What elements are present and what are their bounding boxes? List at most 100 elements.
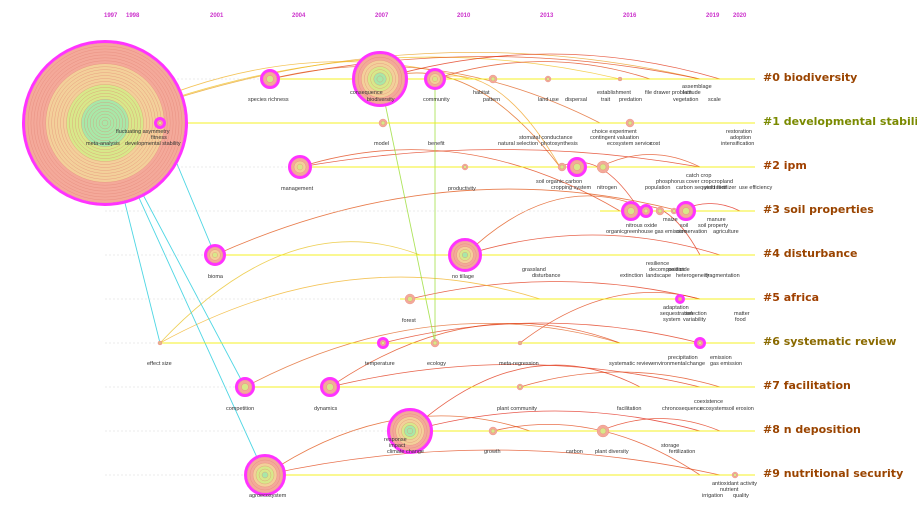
node-developmental-stability[interactable] — [154, 117, 166, 129]
node-label: predation — [619, 97, 642, 103]
node-ring — [376, 75, 384, 83]
node-ring — [599, 163, 607, 171]
node-label: fitness — [151, 135, 167, 141]
node-label: adoption — [730, 135, 751, 141]
node-label: model — [374, 141, 389, 147]
node-competition[interactable] — [235, 377, 255, 397]
node-community[interactable] — [424, 68, 446, 90]
node-ring — [490, 76, 496, 82]
node-label: cover crop — [686, 179, 712, 185]
node-adaptation[interactable] — [675, 294, 685, 304]
node-ring — [518, 341, 522, 345]
node-labels: species richness consequence biodiversit… — [86, 84, 772, 499]
node-habitat[interactable] — [488, 74, 498, 84]
node-maize[interactable] — [655, 206, 665, 216]
node-dynamics[interactable] — [320, 377, 340, 397]
node-cropping-system[interactable] — [567, 157, 587, 177]
node-bioma[interactable] — [204, 244, 226, 266]
burst-ring — [424, 68, 446, 90]
cluster-label[interactable]: #1 developmental stability — [763, 115, 917, 128]
node-effect-size[interactable] — [157, 340, 163, 346]
cluster-label[interactable]: #7 facilitation — [763, 379, 851, 392]
burst-ring — [694, 337, 706, 349]
cluster-label[interactable]: #8 n deposition — [763, 423, 861, 436]
node-label: landscape — [646, 273, 671, 279]
cluster-label[interactable]: #4 disturbance — [763, 247, 858, 260]
node-ecology[interactable] — [430, 338, 440, 348]
node-productivity[interactable] — [461, 163, 469, 171]
node-label: impact — [389, 443, 406, 449]
node-meta-regression[interactable] — [517, 340, 523, 346]
node-label: choice experiment — [592, 129, 637, 135]
node-label: stomatal conductance — [519, 135, 573, 141]
node-plant-community[interactable] — [516, 383, 524, 391]
cluster-label[interactable]: #2 ipm — [763, 159, 807, 172]
node-meta-analysis[interactable] — [22, 40, 188, 206]
node-precipitation[interactable] — [694, 337, 706, 349]
node-soil[interactable] — [670, 207, 678, 215]
node-soil-property[interactable] — [676, 201, 696, 221]
node-label: management — [281, 186, 314, 192]
node-ring — [643, 208, 649, 214]
node-label: selection — [685, 311, 707, 317]
node-management[interactable] — [288, 155, 312, 179]
node-label: developmental stability — [125, 141, 181, 147]
node-label: benefit — [428, 141, 445, 147]
citation-arc — [409, 281, 701, 300]
node-land-use[interactable] — [544, 75, 552, 83]
node-temperature[interactable] — [377, 337, 389, 349]
node-label: ecosystem service — [607, 141, 652, 147]
node-no-tillage[interactable] — [448, 238, 482, 272]
cluster-label[interactable]: #3 soil properties — [763, 203, 874, 216]
node-species-richness[interactable] — [260, 69, 280, 89]
node-label: assemblage — [682, 84, 712, 90]
node-label: manure — [707, 217, 726, 223]
citation-arc — [379, 53, 721, 80]
cluster-label[interactable]: #0 biodiversity — [763, 71, 857, 84]
node-climate-change[interactable] — [387, 408, 433, 454]
node-label: systematic review — [609, 361, 652, 367]
cluster-lanes — [105, 78, 755, 476]
cluster-label[interactable]: #9 nutritional security — [763, 467, 903, 480]
citation-arc — [299, 149, 701, 168]
node-antioxidant[interactable] — [731, 471, 739, 479]
node-model[interactable] — [378, 118, 388, 128]
node-carbon[interactable] — [596, 424, 610, 438]
node-ring — [407, 296, 413, 302]
node-forest[interactable] — [404, 293, 416, 305]
burst-ring — [260, 69, 280, 89]
node-ring — [618, 77, 622, 81]
node-label: agriculture — [713, 229, 739, 235]
node-label: biodiversity — [367, 97, 395, 103]
node-label: file drawer problem — [645, 90, 692, 96]
node-label: population — [645, 185, 670, 191]
node-soil-organic-carbon[interactable] — [557, 162, 567, 172]
node-nitrous-oxide[interactable] — [621, 201, 641, 221]
node-label: contingent valuation — [590, 135, 639, 141]
citation-arc — [382, 322, 701, 344]
node-ring — [627, 120, 633, 126]
node-label: scale — [708, 97, 721, 103]
citation-arc — [264, 449, 721, 476]
node-label: cropland — [712, 179, 733, 185]
citation-arc — [159, 276, 541, 344]
node-label: irrigation — [702, 493, 723, 499]
node-ring — [573, 163, 581, 171]
node-label: dynamics — [314, 406, 337, 412]
node-agroecosystem[interactable] — [244, 454, 286, 496]
node-growth[interactable] — [488, 426, 498, 436]
node-biodiversity[interactable] — [352, 51, 408, 107]
cluster-label[interactable]: #5 africa — [763, 291, 819, 304]
node-cost[interactable] — [625, 118, 635, 128]
node-greenhouse-gas[interactable] — [639, 204, 653, 218]
node-ring — [657, 208, 663, 214]
node-label: agroecosystem — [249, 493, 287, 499]
cluster-label[interactable]: #6 systematic review — [763, 335, 896, 348]
node-label: consequence — [350, 90, 383, 96]
node-nitrogen[interactable] — [596, 160, 610, 174]
node-ring — [241, 383, 249, 391]
node-label: fluctuating asymmetry — [116, 129, 170, 135]
node-predation[interactable] — [617, 76, 623, 82]
node-label: resilience — [646, 261, 669, 267]
burst-ring — [675, 294, 685, 304]
